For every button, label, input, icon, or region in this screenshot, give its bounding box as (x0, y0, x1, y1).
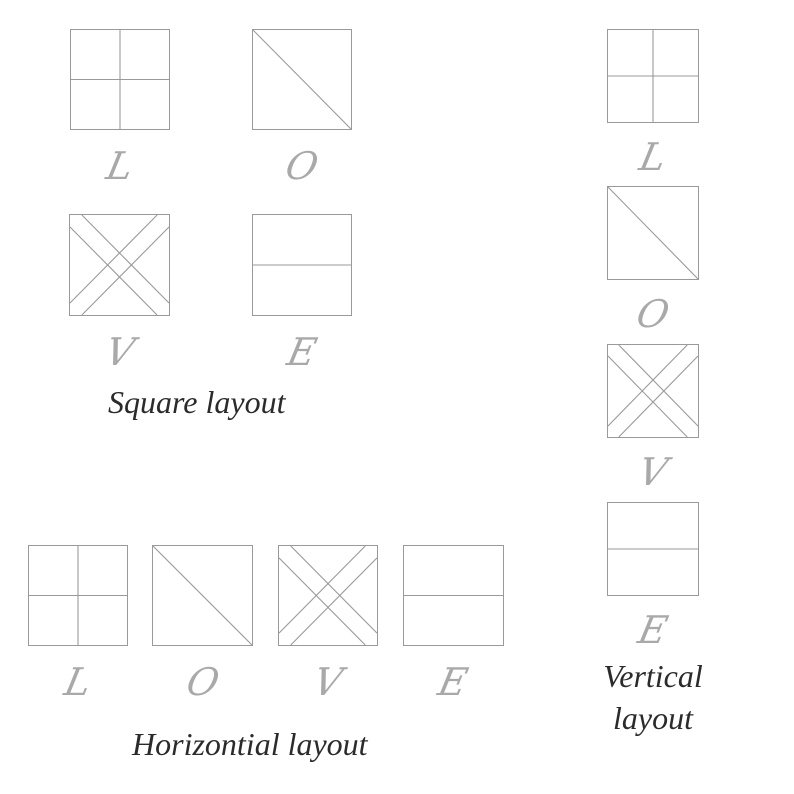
horizontal-layout-caption: Horizontial layout (132, 726, 368, 762)
square-tile-e-horizontal (252, 214, 352, 316)
quadrant-cross-lines (29, 546, 127, 645)
square-tile-l-quadrants (70, 29, 170, 130)
square-letter-o: O (281, 144, 323, 188)
vertical-tile-o-diagonal (607, 186, 699, 280)
horizontal-letter-o: O (182, 660, 224, 704)
vertical-layout-caption-line1: Vertical (603, 658, 703, 694)
vertical-tile-e-horizontal (607, 502, 699, 596)
horizontal-tile-l-quadrants (28, 545, 128, 646)
horizontal-tile-e-horizontal (403, 545, 504, 646)
saltire-lines (279, 546, 377, 645)
horizontal-divider-line (253, 215, 351, 315)
saltire-lines (70, 215, 169, 315)
horizontal-tile-v-saltire (278, 545, 378, 646)
diagonal-line (253, 30, 351, 129)
horizontal-divider-line (404, 546, 503, 645)
horizontal-divider-line (608, 503, 698, 595)
vertical-letter-l: L (635, 135, 671, 179)
saltire-lines (608, 345, 698, 437)
vertical-letter-e: E (634, 608, 672, 652)
square-tile-v-saltire (69, 214, 170, 316)
vertical-layout-caption-line2: layout (613, 700, 693, 736)
horizontal-letter-v: V (309, 660, 347, 704)
vertical-tile-l-quadrants (607, 29, 699, 123)
diagonal-line (608, 187, 698, 279)
vertical-tile-v-saltire (607, 344, 699, 438)
square-layout-caption: Square layout (108, 384, 286, 420)
horizontal-tile-o-diagonal (152, 545, 253, 646)
square-letter-l: L (102, 144, 138, 188)
square-letter-e: E (283, 330, 321, 374)
vertical-letter-v: V (634, 450, 672, 494)
quadrant-cross-lines (71, 30, 169, 129)
square-tile-o-diagonal (252, 29, 352, 130)
horizontal-letter-e: E (434, 660, 472, 704)
diagonal-line (153, 546, 252, 645)
vertical-letter-o: O (632, 292, 674, 336)
quadrant-cross-lines (608, 30, 698, 122)
square-letter-v: V (101, 330, 139, 374)
horizontal-letter-l: L (60, 660, 96, 704)
